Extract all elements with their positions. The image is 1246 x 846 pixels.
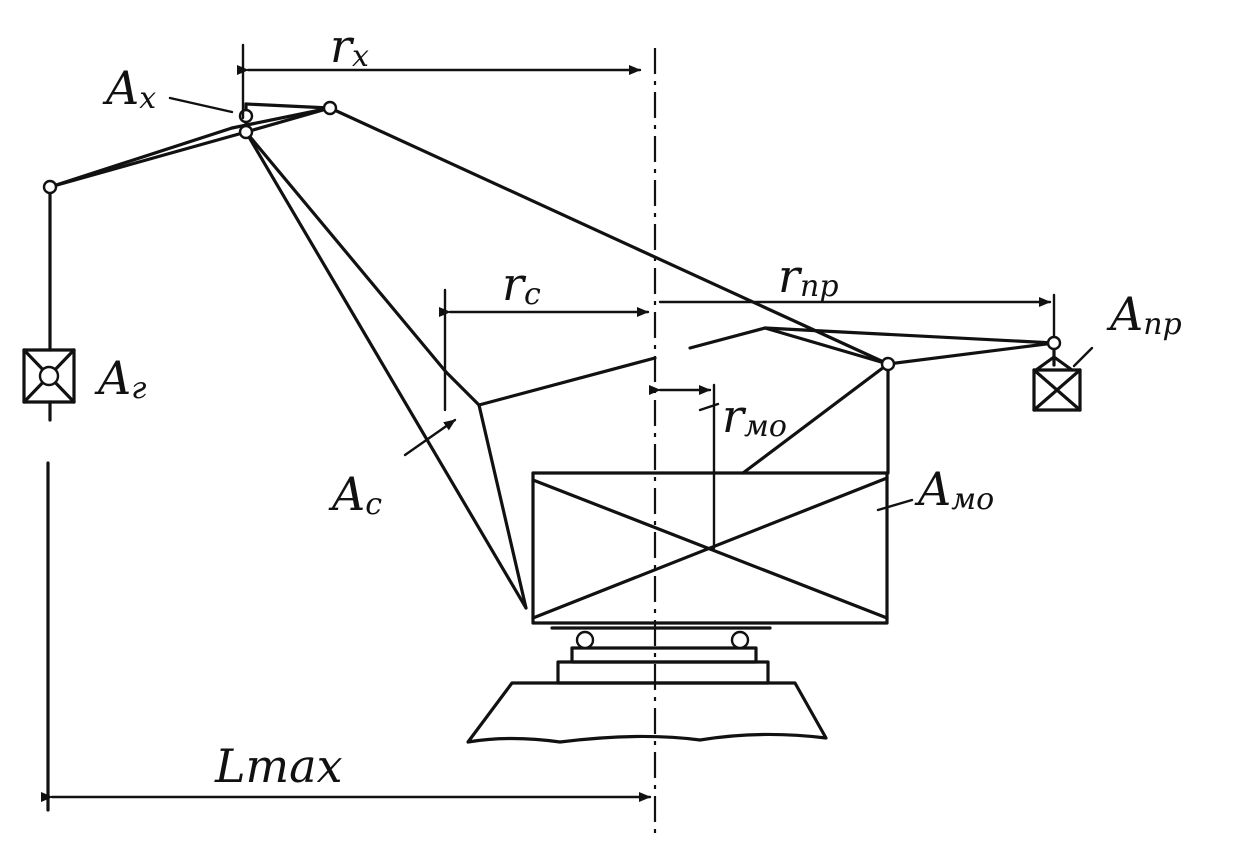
machine-house-box bbox=[531, 471, 889, 625]
proboscis bbox=[48, 102, 332, 189]
label-ax: Ax bbox=[102, 61, 156, 116]
label-ac: Ac bbox=[328, 467, 382, 522]
crane-base bbox=[466, 626, 828, 744]
joints bbox=[42, 100, 1062, 372]
label-rmo: rмо bbox=[722, 389, 787, 444]
counter-load bbox=[1032, 341, 1094, 412]
label-rx: rx bbox=[330, 19, 369, 74]
label-ag: Aг bbox=[94, 351, 146, 406]
label-lmax: Lmax bbox=[214, 739, 343, 793]
dimension-rc bbox=[439, 288, 650, 412]
dimension-rmo bbox=[649, 383, 716, 550]
leader-lines bbox=[168, 96, 914, 512]
label-rc: rc bbox=[502, 257, 541, 312]
dimension-rx bbox=[237, 43, 642, 120]
dimension-rpr bbox=[658, 293, 1056, 338]
balance-lever bbox=[477, 326, 1056, 475]
boom bbox=[244, 130, 528, 610]
label-apr: Aпр bbox=[1106, 287, 1182, 342]
label-rpr: rпр bbox=[778, 249, 839, 304]
tie-rod bbox=[328, 106, 890, 366]
hook-load bbox=[22, 185, 76, 812]
label-amo: Aмо bbox=[914, 462, 994, 517]
